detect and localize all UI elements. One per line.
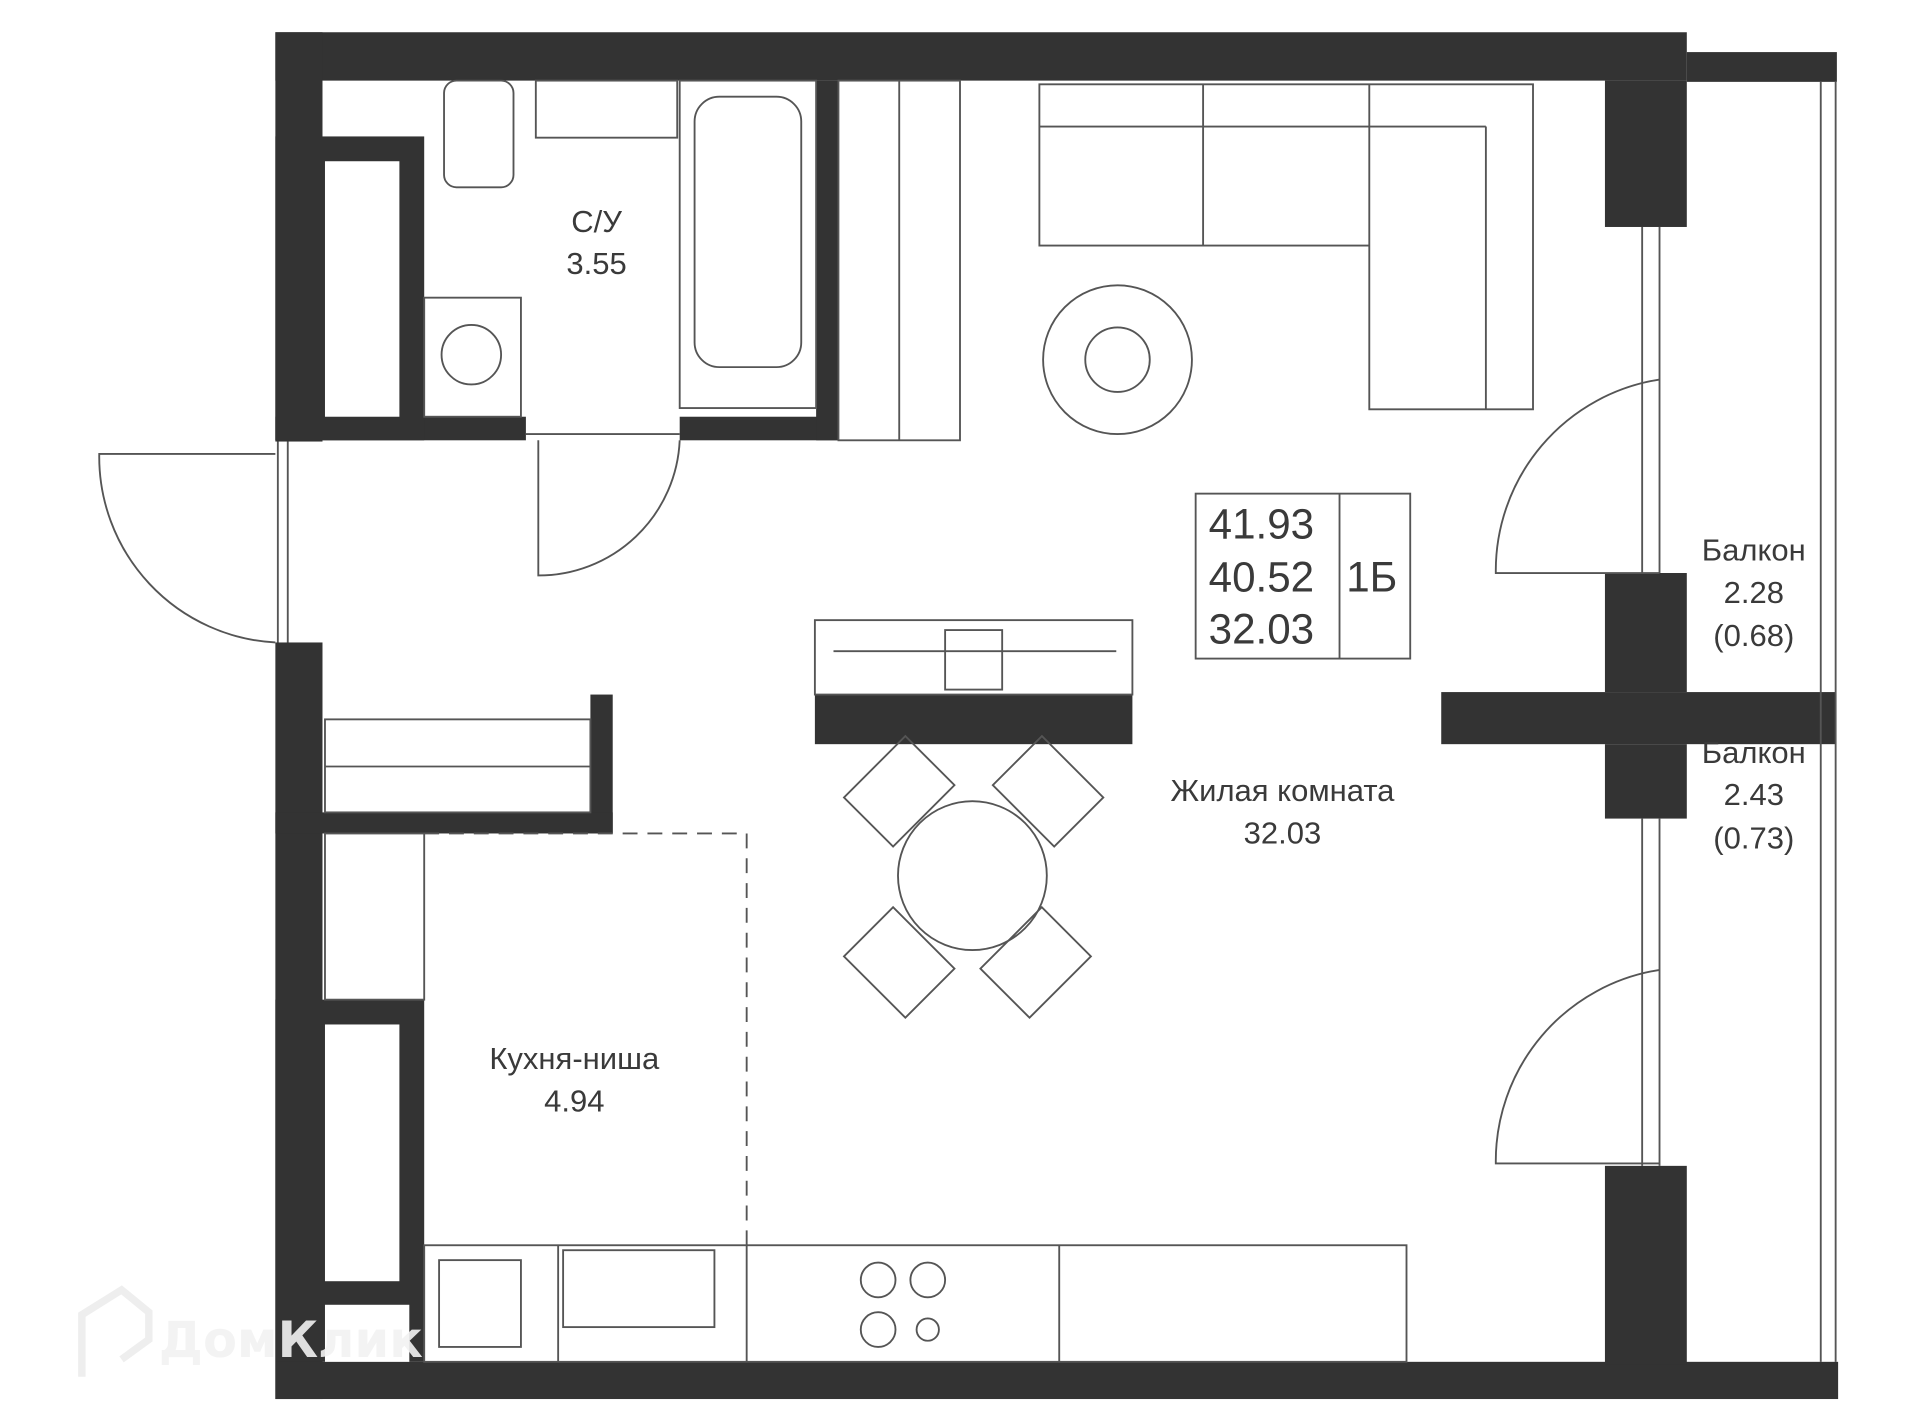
kitchen-name: Кухня-ниша [489,1041,660,1076]
watermark-text: ДомКлик [159,1311,423,1369]
washing-machine-icon [423,296,522,418]
walls [275,32,1839,1400]
living-room-name: Жилая комната [1171,773,1396,808]
sink-icon [534,79,679,139]
furniture [324,79,1534,1363]
kitchen-sink-icon [562,1249,716,1329]
balcony1-name: Балкон [1702,533,1806,568]
domclick-watermark [78,1285,153,1377]
apartment-type: 1Б [1346,554,1397,601]
outlines [98,81,1837,1362]
kitchen-counter [423,1244,1408,1363]
bathroom-name: С/У [571,204,622,239]
sofa-icon [1038,83,1534,411]
bathroom-area: 3.55 [566,246,626,281]
balcony2-reduced-area: (0.73) [1713,820,1794,855]
toilet-icon [443,79,515,189]
area-without-balcony: 40.52 [1209,554,1315,601]
kitchen-area: 4.94 [544,1083,604,1118]
fridge-icon [324,832,426,1001]
summary-box [1194,492,1412,660]
living-area: 32.03 [1209,606,1315,653]
living-room-area: 32.03 [1244,815,1322,850]
balcony2-area: 2.43 [1724,777,1784,812]
balcony1-reduced-area: (0.68) [1713,618,1794,653]
balcony1-area: 2.28 [1724,575,1784,610]
tv-stand-icon [813,619,1134,696]
balcony2-name: Балкон [1702,735,1806,770]
chair-icons [842,734,1105,1020]
dining-table-icon [897,800,1048,951]
dishwasher-icon [438,1259,522,1348]
total-area: 41.93 [1209,500,1315,547]
stove-icon [859,1261,947,1348]
bathtub-icon [678,79,818,409]
coffee-table-icon [1042,284,1193,436]
